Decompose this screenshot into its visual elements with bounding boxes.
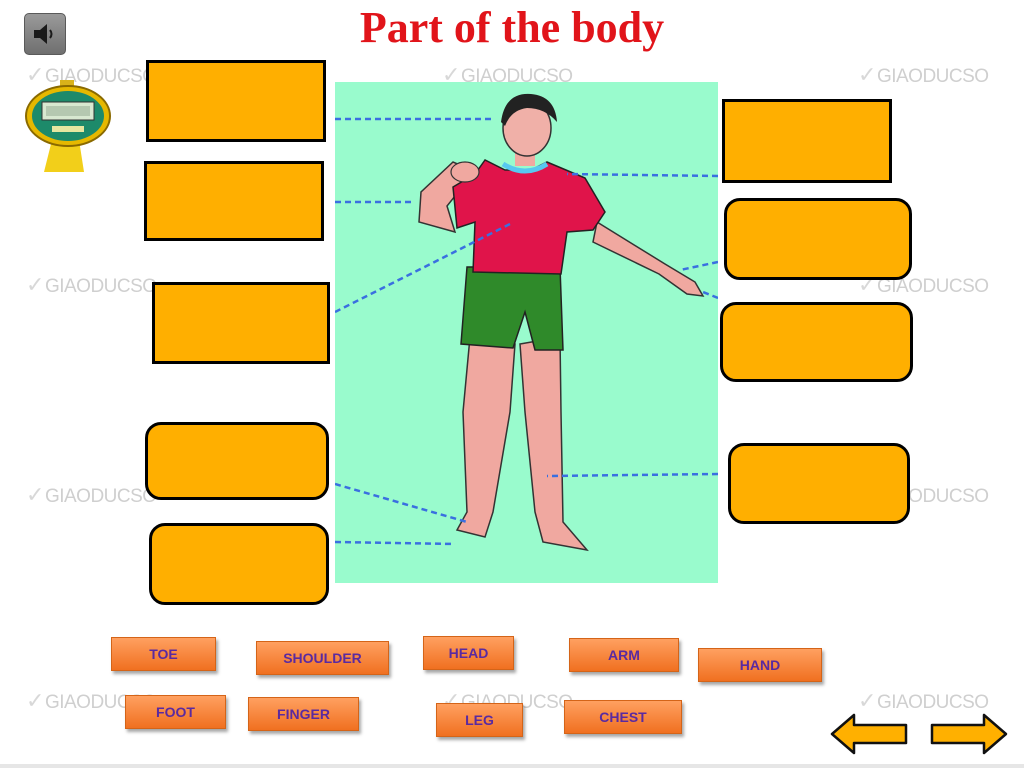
body-illustration [334,82,719,583]
word-chip-shoulder[interactable]: SHOULDER [256,641,389,675]
stopwatch-timer[interactable] [24,80,114,180]
word-chip-hand[interactable]: HAND [698,648,822,682]
previous-button[interactable] [830,712,908,756]
word-chip-arm[interactable]: ARM [569,638,679,672]
watermark: ✓GIAODUCSO [442,62,573,87]
word-chip-toe[interactable]: TOE [111,637,216,671]
answer-box-left-1[interactable] [146,60,326,142]
word-chip-finger[interactable]: FINGER [248,697,359,731]
watermark: ✓GIAODUCSO [858,62,989,87]
page-title: Part of the body [359,3,665,52]
word-chip-head[interactable]: HEAD [423,636,514,670]
word-chip-foot[interactable]: FOOT [125,695,226,729]
sound-button[interactable] [24,13,66,55]
word-chip-chest[interactable]: CHEST [564,700,682,734]
answer-box-right-1[interactable] [722,99,892,183]
watermark: ✓GIAODUCSO [26,272,157,297]
answer-box-left-2[interactable] [144,161,324,241]
answer-box-left-5[interactable] [149,523,329,605]
stopwatch-icon [25,80,111,172]
answer-box-left-4[interactable] [145,422,329,500]
answer-box-right-3[interactable] [720,302,913,382]
bottom-border [0,764,1024,768]
next-button[interactable] [930,712,1008,756]
speaker-icon [34,24,53,44]
word-chip-leg[interactable]: LEG [436,703,523,737]
watermark: ✓GIAODUCSO [26,482,157,507]
arrow-left-icon [830,713,908,755]
watermark: ✓GIAODUCSO [858,688,989,713]
answer-box-right-2[interactable] [724,198,912,280]
answer-box-right-4[interactable] [728,443,910,524]
answer-box-left-3[interactable] [152,282,330,364]
arrow-right-icon [930,713,1008,755]
